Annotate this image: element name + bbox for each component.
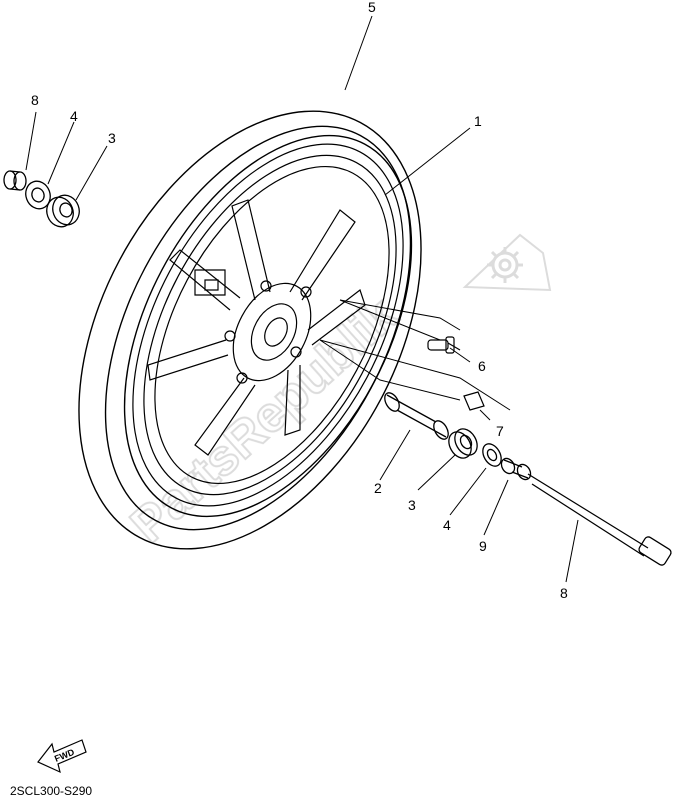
bearing-right [448, 428, 478, 459]
diagram-code: 2SCL300-S290 [10, 784, 92, 798]
wheel-rim [132, 143, 404, 507]
axle [527, 473, 672, 566]
watermark-text: PartsRepublik [120, 286, 407, 553]
tire [78, 110, 422, 550]
callout-3-right: 3 [408, 497, 416, 513]
callouts: 5 1 8 4 3 6 7 2 3 4 9 8 [31, 0, 568, 601]
callout-1: 1 [474, 113, 482, 129]
oil-seal-left [25, 180, 51, 210]
leader-lines [25, 15, 579, 583]
callout-3-left: 3 [108, 130, 116, 146]
callout-7: 7 [496, 423, 504, 439]
callout-8-right: 9 [479, 538, 487, 554]
callout-6: 6 [478, 358, 486, 374]
callout-4-right: 4 [443, 517, 451, 533]
bearing-left [46, 194, 80, 228]
callout-9: 8 [560, 585, 568, 601]
valve-stem [427, 336, 461, 354]
fwd-arrow-icon: FWD [37, 739, 87, 774]
spacer-collar [384, 392, 449, 440]
watermark-gear-icon [462, 233, 552, 292]
oil-seal-right [482, 443, 502, 467]
callout-2: 2 [374, 480, 382, 496]
balance-clip [463, 391, 485, 411]
collar-left [3, 170, 27, 191]
callout-8-left: 8 [31, 92, 39, 108]
callout-4-left: 4 [70, 108, 78, 124]
collar-right [500, 457, 532, 481]
callout-5: 5 [368, 0, 376, 15]
